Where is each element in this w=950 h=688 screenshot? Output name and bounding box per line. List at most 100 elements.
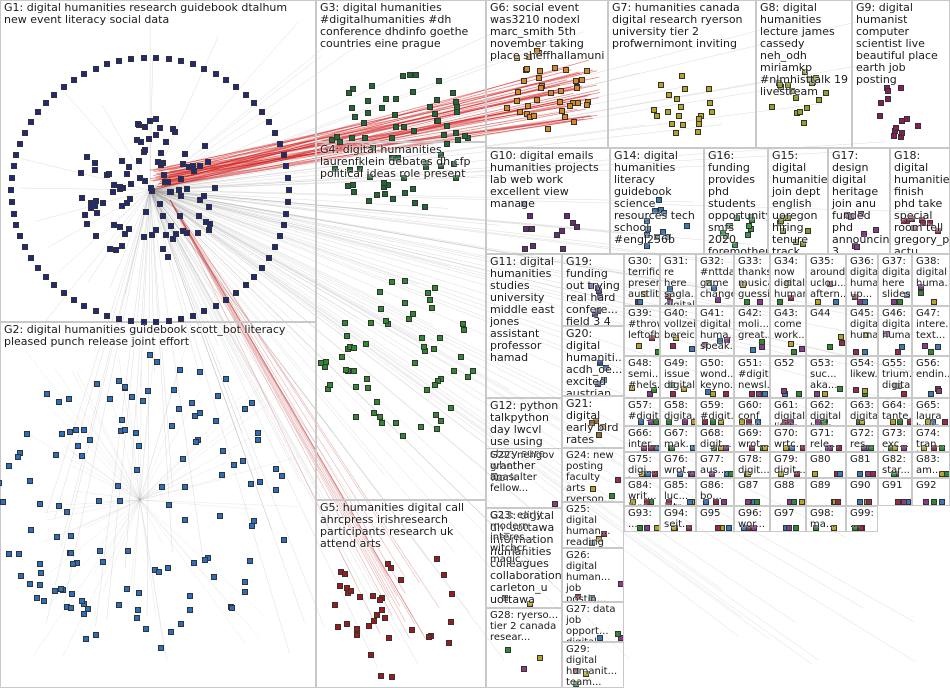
g6-node bbox=[584, 68, 590, 74]
g3-node bbox=[412, 200, 418, 206]
g2-node bbox=[79, 598, 85, 604]
g5-node bbox=[332, 602, 338, 608]
g6-node bbox=[575, 100, 581, 106]
small-group-node bbox=[793, 525, 799, 531]
g4-node bbox=[389, 279, 395, 285]
small-group-label: G92 bbox=[916, 480, 947, 491]
g1-node bbox=[286, 187, 292, 193]
g2-node bbox=[217, 513, 223, 519]
g4-node bbox=[368, 320, 374, 326]
g2-node bbox=[279, 473, 285, 479]
g4-node bbox=[383, 318, 389, 324]
small-group-label: G36: digital huma... up... bbox=[850, 256, 875, 300]
g2-node bbox=[248, 481, 254, 487]
small-group-label: G31: re here sagla... digital... bbox=[664, 256, 693, 306]
g3-node bbox=[455, 137, 461, 143]
g1-node bbox=[163, 139, 169, 145]
g2-node bbox=[0, 499, 6, 505]
small-group-box: G80 bbox=[806, 452, 846, 478]
g1-node bbox=[170, 126, 176, 132]
g1-node bbox=[110, 189, 116, 195]
g2-node bbox=[6, 551, 12, 557]
small-group-box: G66: inter... bbox=[624, 426, 660, 452]
group-g7-label: G7: humanities canada digital research r… bbox=[612, 2, 753, 50]
g2-node bbox=[27, 478, 33, 484]
g2-node bbox=[273, 466, 279, 472]
g1-node bbox=[107, 246, 113, 252]
g2-node bbox=[177, 367, 183, 373]
g4-node bbox=[470, 368, 476, 374]
small-group-node bbox=[796, 391, 802, 397]
small-group-label: G35: around uclou... aftern... bbox=[810, 256, 843, 300]
small-group-box: G95 bbox=[696, 506, 734, 532]
g1-node bbox=[9, 199, 15, 205]
g7-node bbox=[674, 96, 680, 102]
g1-node bbox=[143, 209, 149, 215]
g2-node bbox=[249, 523, 255, 529]
small-group-box: G53: suc... aka... bbox=[806, 356, 846, 398]
g1-node bbox=[182, 151, 188, 157]
small-group-label: G65: laura hullo bbox=[916, 400, 947, 426]
small-group-label: G62: digital hum... bbox=[810, 400, 843, 426]
g2-node bbox=[34, 595, 40, 601]
small-group-label: G51: #digit... newsl... bbox=[738, 358, 767, 391]
small-group-label: G85: luc... intr... bbox=[664, 480, 693, 506]
g1-node bbox=[197, 163, 203, 169]
g2-node bbox=[81, 611, 87, 617]
g10-node bbox=[530, 243, 536, 249]
small-group-label: G72: res... #... bbox=[850, 428, 875, 452]
g3-node bbox=[407, 72, 413, 78]
g4-node bbox=[364, 376, 370, 382]
small-group-label: G46: digital huma... bbox=[882, 308, 909, 341]
g4-node bbox=[412, 360, 418, 366]
small-group-box: G51: #digit... newsl... bbox=[734, 356, 770, 398]
g1-node bbox=[157, 125, 163, 131]
g4-node bbox=[344, 333, 350, 339]
g7-node bbox=[654, 113, 660, 119]
g2-node bbox=[53, 452, 59, 458]
small-group-box: G68: digit... bbox=[696, 426, 734, 452]
small-group-box: G67: mak... bbox=[660, 426, 696, 452]
g1-node bbox=[84, 154, 90, 160]
small-group-box: G78: digit... bbox=[734, 452, 770, 478]
g1-node bbox=[251, 274, 257, 280]
g1-node bbox=[43, 100, 49, 106]
small-group-label: G81 bbox=[850, 454, 875, 465]
group-g11-box: G11: digital humanities studies universi… bbox=[486, 254, 562, 398]
g2-node bbox=[156, 569, 162, 575]
g2-node bbox=[97, 548, 103, 554]
small-group-label: G53: suc... aka... bbox=[810, 358, 843, 391]
g2-node bbox=[247, 558, 253, 564]
small-group-label: G66: inter... bbox=[628, 428, 657, 450]
g6-node bbox=[579, 77, 585, 83]
g4-node bbox=[351, 368, 357, 374]
g1-node bbox=[94, 210, 100, 216]
small-group-box: G55: trium... digita... bbox=[878, 356, 912, 398]
g3-node bbox=[435, 118, 441, 124]
small-group-label: G90 bbox=[850, 480, 875, 491]
g6-node bbox=[563, 67, 569, 73]
small-group-node bbox=[822, 391, 828, 397]
g4-node bbox=[342, 320, 348, 326]
g5-node bbox=[354, 632, 360, 638]
g3-node bbox=[361, 120, 367, 126]
group-g16-label: G16: funding provides phd students oppor… bbox=[708, 150, 765, 254]
small-group-box: G83: am... bbox=[912, 452, 950, 478]
g1-node bbox=[104, 313, 110, 319]
g3-node bbox=[401, 124, 407, 130]
small-group-label: G23: early modern interes... witchcr... … bbox=[490, 510, 559, 565]
g2-node bbox=[136, 443, 142, 449]
small-group-node bbox=[857, 471, 863, 477]
small-group-node bbox=[862, 349, 868, 355]
small-group-label: G70: wrtc... bbox=[774, 428, 803, 450]
small-group-node bbox=[935, 344, 941, 350]
g1-node bbox=[160, 246, 166, 252]
g2-node bbox=[16, 551, 22, 557]
g7-node bbox=[682, 86, 688, 92]
small-group-label: G24: new posting faculty arts ryerson... bbox=[566, 450, 621, 502]
g2-node bbox=[182, 484, 188, 490]
g1-node bbox=[128, 56, 134, 62]
g7-node bbox=[680, 122, 686, 128]
g7-node bbox=[678, 104, 684, 110]
g1-node bbox=[138, 139, 144, 145]
